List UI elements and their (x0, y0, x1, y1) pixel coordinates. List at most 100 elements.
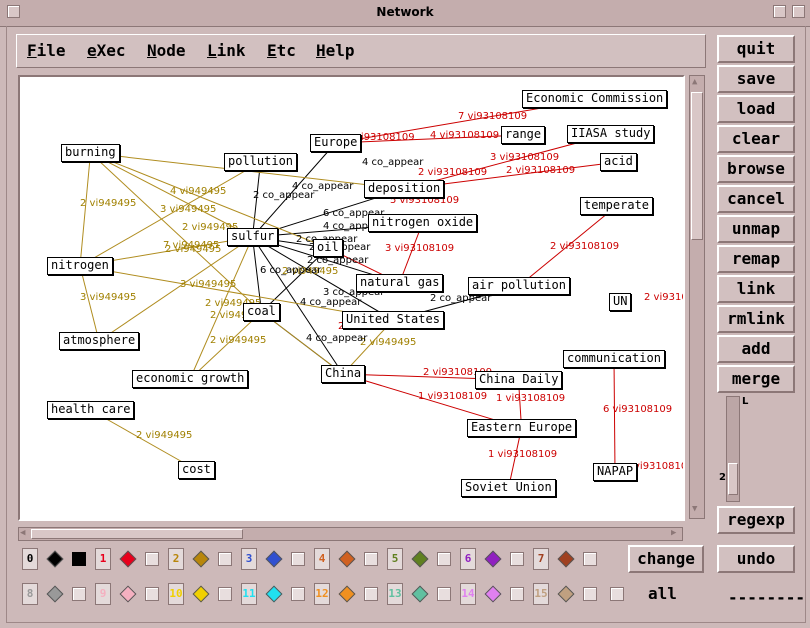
color-index-4[interactable]: 4 (314, 548, 330, 570)
node-air-pollution[interactable]: air pollution (468, 277, 570, 295)
edge-coal-oil[interactable] (261, 247, 329, 313)
edge-pollution-sulfur[interactable] (252, 161, 261, 238)
edge-nitrogen-atmosphere[interactable] (79, 265, 100, 342)
edge-sulfur-europe[interactable] (252, 142, 336, 238)
maximize-icon[interactable] (792, 5, 805, 18)
undo-button[interactable]: undo (717, 545, 795, 573)
edge-air-pollution-temperate[interactable] (518, 205, 617, 287)
color-toggle-6[interactable] (510, 552, 524, 566)
add-button[interactable]: add (717, 335, 795, 363)
color-index-9[interactable]: 9 (95, 583, 111, 605)
menu-etc[interactable]: Etc (267, 41, 296, 60)
color-toggle-8[interactable] (72, 587, 86, 601)
node-economic-growth[interactable]: economic growth (132, 370, 249, 388)
color-index-12[interactable]: 12 (314, 583, 330, 605)
node-coal[interactable]: coal (243, 303, 280, 321)
color-index-14[interactable]: 14 (460, 583, 476, 605)
edge-sulfur-united-states[interactable] (252, 236, 394, 321)
color-index-0[interactable]: 0 (22, 548, 38, 570)
color-toggle-2[interactable] (218, 552, 232, 566)
horizontal-scrollbar[interactable]: ◀ ▶ (18, 527, 683, 541)
edge-europe-range[interactable] (335, 134, 524, 144)
scroll-left-icon[interactable]: ◀ (20, 528, 26, 538)
edge-sulfur-china[interactable] (252, 236, 344, 375)
menu-help[interactable]: Help (316, 41, 355, 60)
scroll-down-icon[interactable]: ▼ (692, 504, 698, 514)
node-china[interactable]: China (321, 365, 366, 383)
save-button[interactable]: save (717, 65, 795, 93)
node-acid[interactable]: acid (600, 153, 637, 171)
edge-nitrogen-united-states[interactable] (79, 265, 394, 321)
node-temperate[interactable]: temperate (580, 197, 654, 215)
node-economic-commission[interactable]: Economic Commission (522, 90, 668, 108)
edge-nitrogen-pollution[interactable] (79, 161, 261, 267)
edge-eastern-europe-soviet-union[interactable] (508, 427, 522, 489)
color-toggle-15[interactable] (583, 587, 597, 601)
node-napap[interactable]: NAPAP (593, 463, 638, 481)
edge-economic-growth-coal[interactable] (189, 311, 262, 380)
color-index-6[interactable]: 6 (460, 548, 476, 570)
cancel-button[interactable]: cancel (717, 185, 795, 213)
color-index-15[interactable]: 15 (533, 583, 549, 605)
zoom-slider[interactable] (726, 396, 740, 502)
color-toggle-14[interactable] (510, 587, 524, 601)
edge-sulfur-coal[interactable] (252, 236, 262, 313)
edge-burning-sulfur[interactable] (90, 152, 253, 238)
load-button[interactable]: load (717, 95, 795, 123)
quit-button[interactable]: quit (717, 35, 795, 63)
all-label[interactable]: all (648, 584, 677, 603)
node-europe[interactable]: Europe (310, 134, 362, 152)
window-menu-icon[interactable] (7, 5, 20, 18)
horizontal-scroll-thumb[interactable] (31, 529, 243, 539)
node-nitrogen[interactable]: nitrogen (47, 257, 113, 275)
edge-nitrogen-oxide-natural-gas[interactable] (399, 222, 423, 284)
vertical-scroll-thumb[interactable] (691, 92, 703, 240)
node-range[interactable]: range (501, 126, 546, 144)
edge-deposition-iiasa-study[interactable] (403, 133, 611, 190)
link-button[interactable]: link (717, 275, 795, 303)
menu-link[interactable]: Link (207, 41, 246, 60)
node-pollution[interactable]: pollution (224, 153, 298, 171)
color-index-10[interactable]: 10 (168, 583, 184, 605)
edge-burning-deposition[interactable] (90, 152, 405, 190)
color-index-5[interactable]: 5 (387, 548, 403, 570)
scroll-right-icon[interactable]: ▶ (671, 528, 677, 538)
color-toggle-12[interactable] (364, 587, 378, 601)
edge-communication-napap[interactable] (613, 358, 616, 473)
node-natural-gas[interactable]: natural gas (356, 274, 444, 292)
edge-coal-china[interactable] (261, 311, 344, 375)
edge-burning-nitrogen[interactable] (79, 152, 91, 267)
edge-burning-oil[interactable] (90, 152, 329, 249)
color-fill-swatch-0[interactable] (72, 552, 86, 566)
edge-economic-growth-sulfur[interactable] (189, 236, 253, 380)
zoom-slider-knob[interactable] (728, 463, 738, 495)
menu-node[interactable]: Node (147, 41, 186, 60)
node-nitrogen-oxide[interactable]: nitrogen oxide (368, 214, 478, 232)
color-toggle-9[interactable] (145, 587, 159, 601)
edge-health-care-cost[interactable] (90, 409, 197, 471)
color-toggle-3[interactable] (291, 552, 305, 566)
color-index-7[interactable]: 7 (533, 548, 549, 570)
clear-button[interactable]: clear (717, 125, 795, 153)
color-toggle-11[interactable] (291, 587, 305, 601)
color-index-2[interactable]: 2 (168, 548, 184, 570)
browse-button[interactable]: browse (717, 155, 795, 183)
color-toggle-5[interactable] (437, 552, 451, 566)
regexp-button[interactable]: regexp (717, 506, 795, 534)
color-toggle-10[interactable] (218, 587, 232, 601)
node-eastern-europe[interactable]: Eastern Europe (467, 419, 577, 437)
color-index-1[interactable]: 1 (95, 548, 111, 570)
node-china-daily[interactable]: China Daily (475, 371, 563, 389)
minimize-icon[interactable] (773, 5, 786, 18)
color-index-11[interactable]: 11 (241, 583, 257, 605)
color-toggle-4[interactable] (364, 552, 378, 566)
color-toggle-13[interactable] (437, 587, 451, 601)
edge-atmosphere-sulfur[interactable] (98, 236, 253, 342)
rmlink-button[interactable]: rmlink (717, 305, 795, 333)
menu-exec[interactable]: eXec (87, 41, 126, 60)
vertical-scrollbar[interactable]: ▲ ▼ (689, 75, 705, 519)
color-toggle-7[interactable] (583, 552, 597, 566)
edge-burning-coal[interactable] (90, 152, 262, 313)
node-sulfur[interactable]: sulfur (227, 228, 279, 246)
